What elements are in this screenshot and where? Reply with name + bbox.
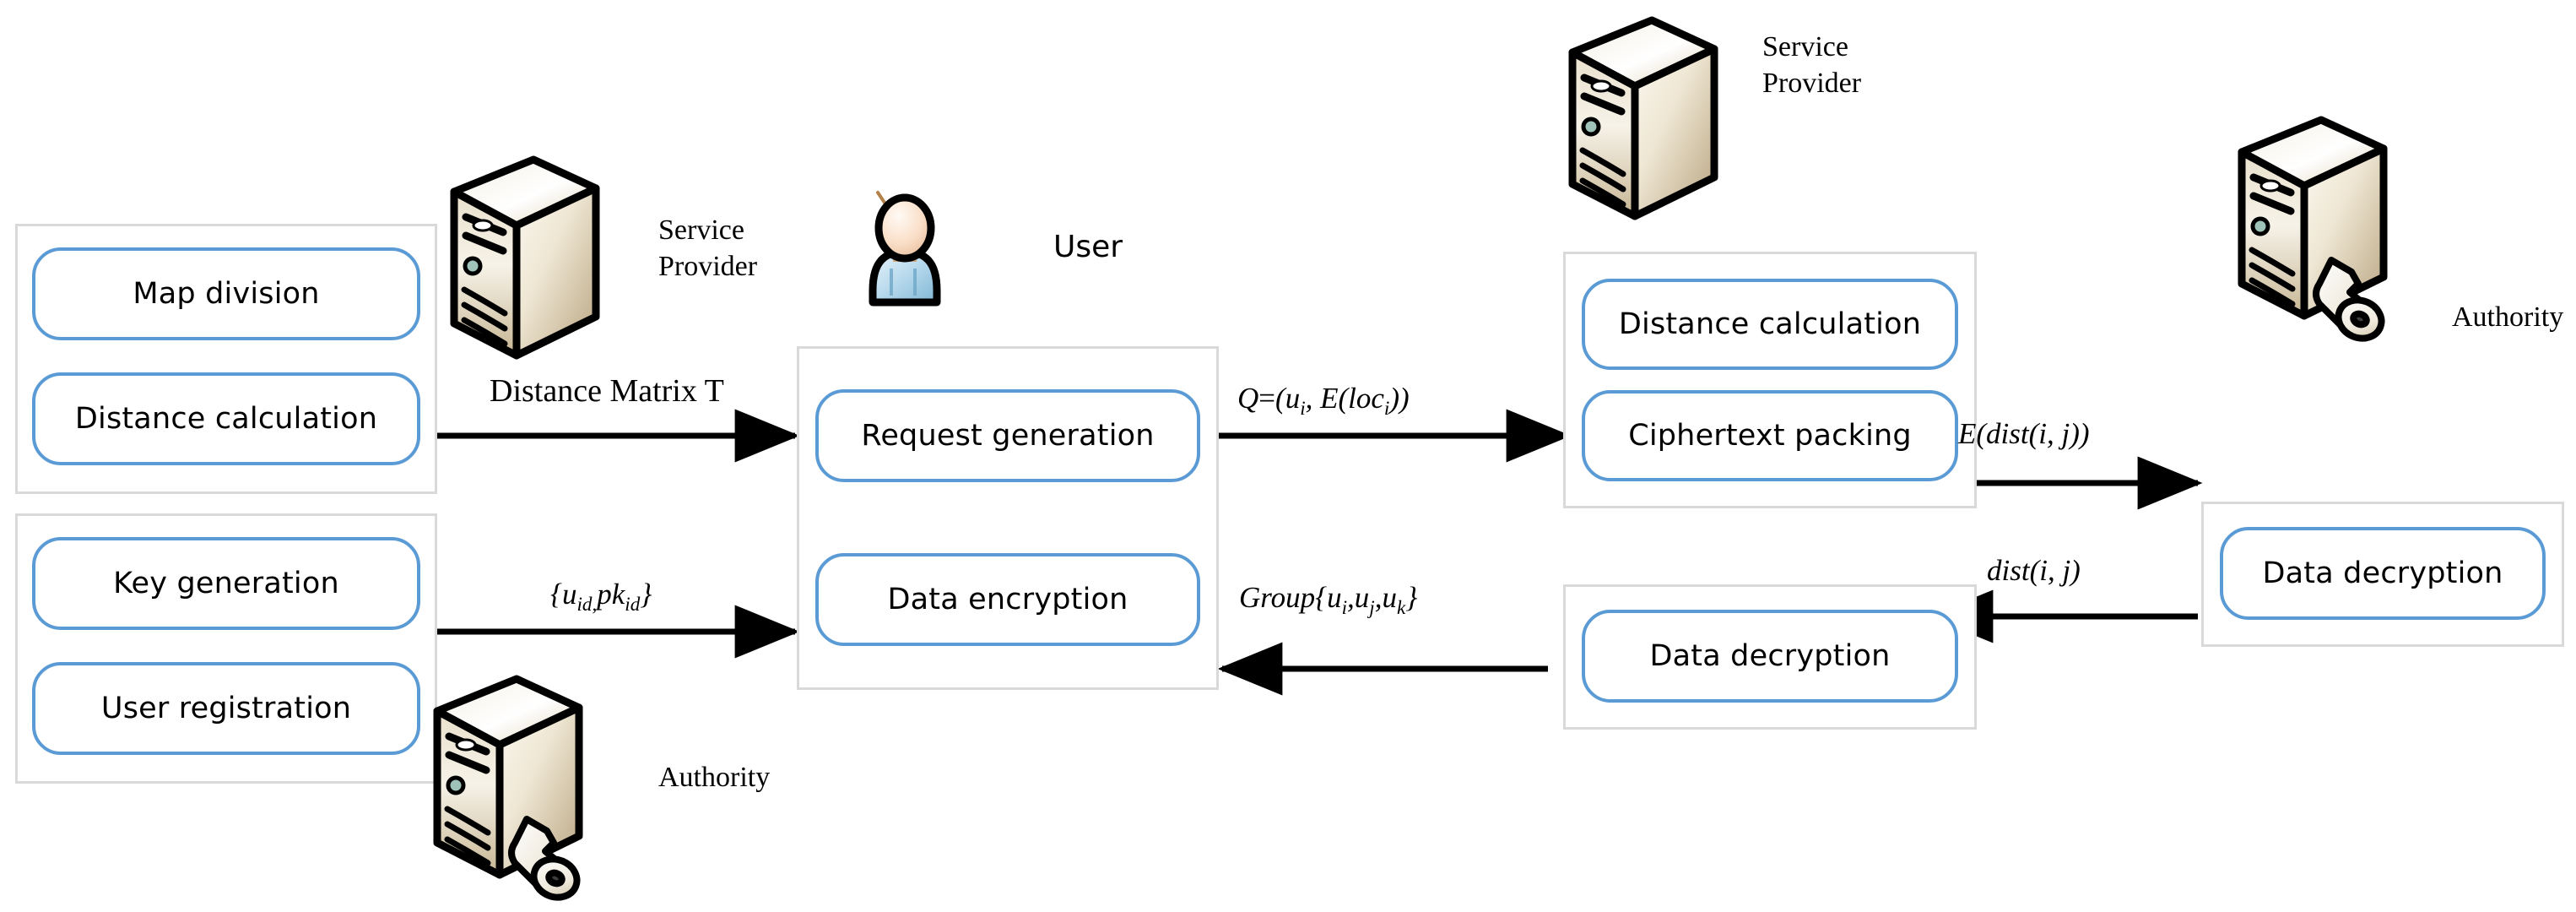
process-box-key-generation[interactable]: Key generation xyxy=(32,537,420,630)
process-box-map-division[interactable]: Map division xyxy=(32,247,420,340)
server-icon xyxy=(450,155,600,360)
service-provider-right-label-line2: Provider xyxy=(1762,67,1862,99)
edge-label-group: Group{ui,uj,uk} xyxy=(1239,581,1418,618)
user-label: User xyxy=(1053,230,1123,264)
server-key-icon xyxy=(433,675,583,901)
service-provider-left-label-line2: Provider xyxy=(658,250,758,282)
authority-right-label: Authority xyxy=(2452,301,2564,333)
edge-label-distance-matrix: Distance Matrix T xyxy=(490,373,724,409)
service-provider-left-label: Service Provider xyxy=(658,213,757,285)
server-icon xyxy=(1568,16,1718,220)
process-box-data-encryption[interactable]: Data encryption xyxy=(815,553,1200,646)
process-box-data-decryption-center[interactable]: Data decryption xyxy=(1582,610,1958,703)
edge-label-encrypted-distance: E(dist(i, j)) xyxy=(1958,417,2090,450)
service-provider-left-label-line1: Service xyxy=(658,214,744,246)
process-box-ciphertext-packing[interactable]: Ciphertext packing xyxy=(1582,390,1958,481)
process-box-request-generation[interactable]: Request generation xyxy=(815,389,1200,482)
authority-left-label: Authority xyxy=(658,762,771,793)
service-provider-right-label: Service Provider xyxy=(1762,30,1861,101)
process-box-user-registration[interactable]: User registration xyxy=(32,662,420,755)
edge-label-plain-distance: dist(i, j) xyxy=(1987,554,2081,587)
user-icon xyxy=(869,191,941,307)
server-key-icon xyxy=(2238,116,2388,342)
process-box-distance-calculation-right[interactable]: Distance calculation xyxy=(1582,279,1958,370)
service-provider-right-label-line1: Service xyxy=(1762,31,1848,62)
edge-label-query: Q=(ui, E(loci)) xyxy=(1237,382,1410,419)
edge-label-user-keys: {uid,pkid} xyxy=(550,578,652,615)
process-box-distance-calculation-left[interactable]: Distance calculation xyxy=(32,372,420,465)
process-box-data-decryption-right[interactable]: Data decryption xyxy=(2220,527,2546,620)
